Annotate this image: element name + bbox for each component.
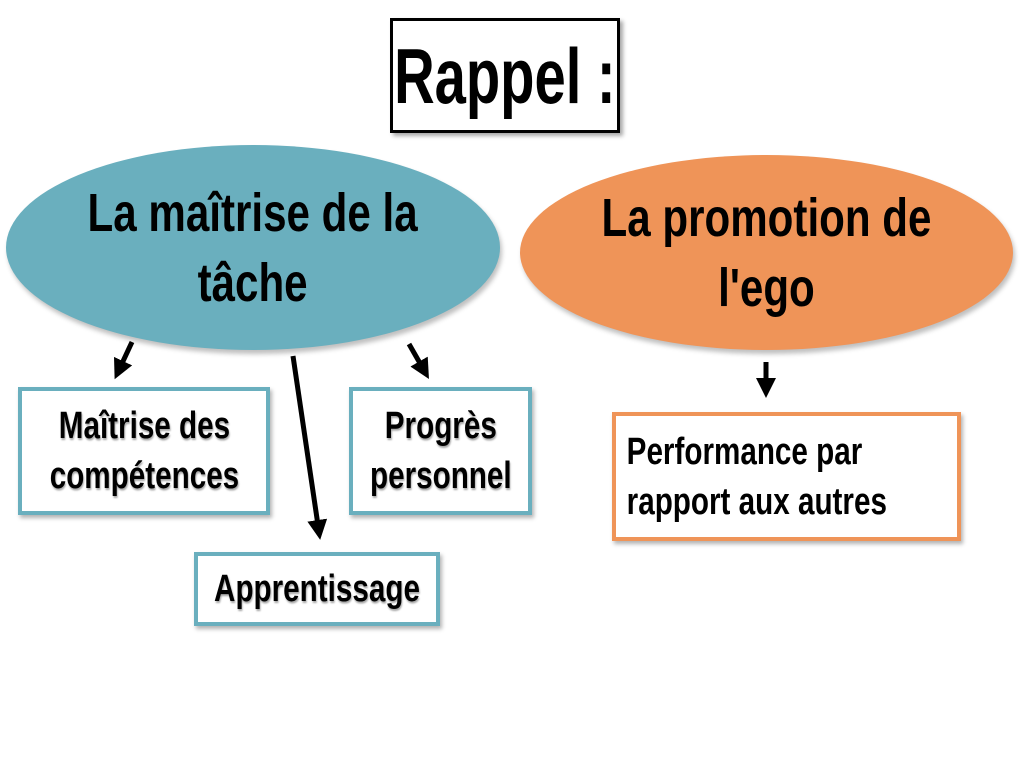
child-apprentissage-label: Apprentissage [214,568,420,610]
concept-mastery-ellipse: La maîtrise de la tâche [6,145,500,350]
child-progres-line-2: personnel [369,455,512,497]
arrow-to-maitrise [114,340,135,380]
child-maitrise-line-1: Maîtrise des [58,405,230,447]
child-progres-line-1: Progrès [384,405,497,447]
concept-mastery-line-2: tâche [197,252,309,313]
child-progres-box: Progrès personnel [349,387,532,515]
concept-ego-line-2: l'ego [718,257,815,318]
concept-ego-line-1: La promotion de [601,187,932,248]
title-text: Rappel : [394,31,616,120]
child-maitrise-box: Maîtrise des compétences [18,387,270,515]
child-maitrise-label: Maîtrise des compétences [49,401,238,501]
concept-mastery-line-1: La maîtrise de la [87,182,419,243]
child-performance-line-2: rapport aux autres [626,480,887,523]
concept-ego-label: La promotion de l'ego [602,183,932,323]
concept-mastery-label: La maîtrise de la tâche [88,178,418,318]
arrow-to-apprentissage [290,355,328,540]
child-progres-label: Progrès personnel [370,401,512,501]
arrow-to-progres [406,342,429,379]
concept-ego-ellipse: La promotion de l'ego [520,155,1013,350]
child-performance-label: Performance par rapport aux autres [622,427,887,527]
title-box: Rappel : [390,18,620,133]
child-maitrise-line-2: compétences [49,455,239,497]
child-performance-line-1: Performance par [626,430,863,473]
child-apprentissage-box: Apprentissage [194,552,440,626]
child-performance-box: Performance par rapport aux autres [612,412,961,541]
